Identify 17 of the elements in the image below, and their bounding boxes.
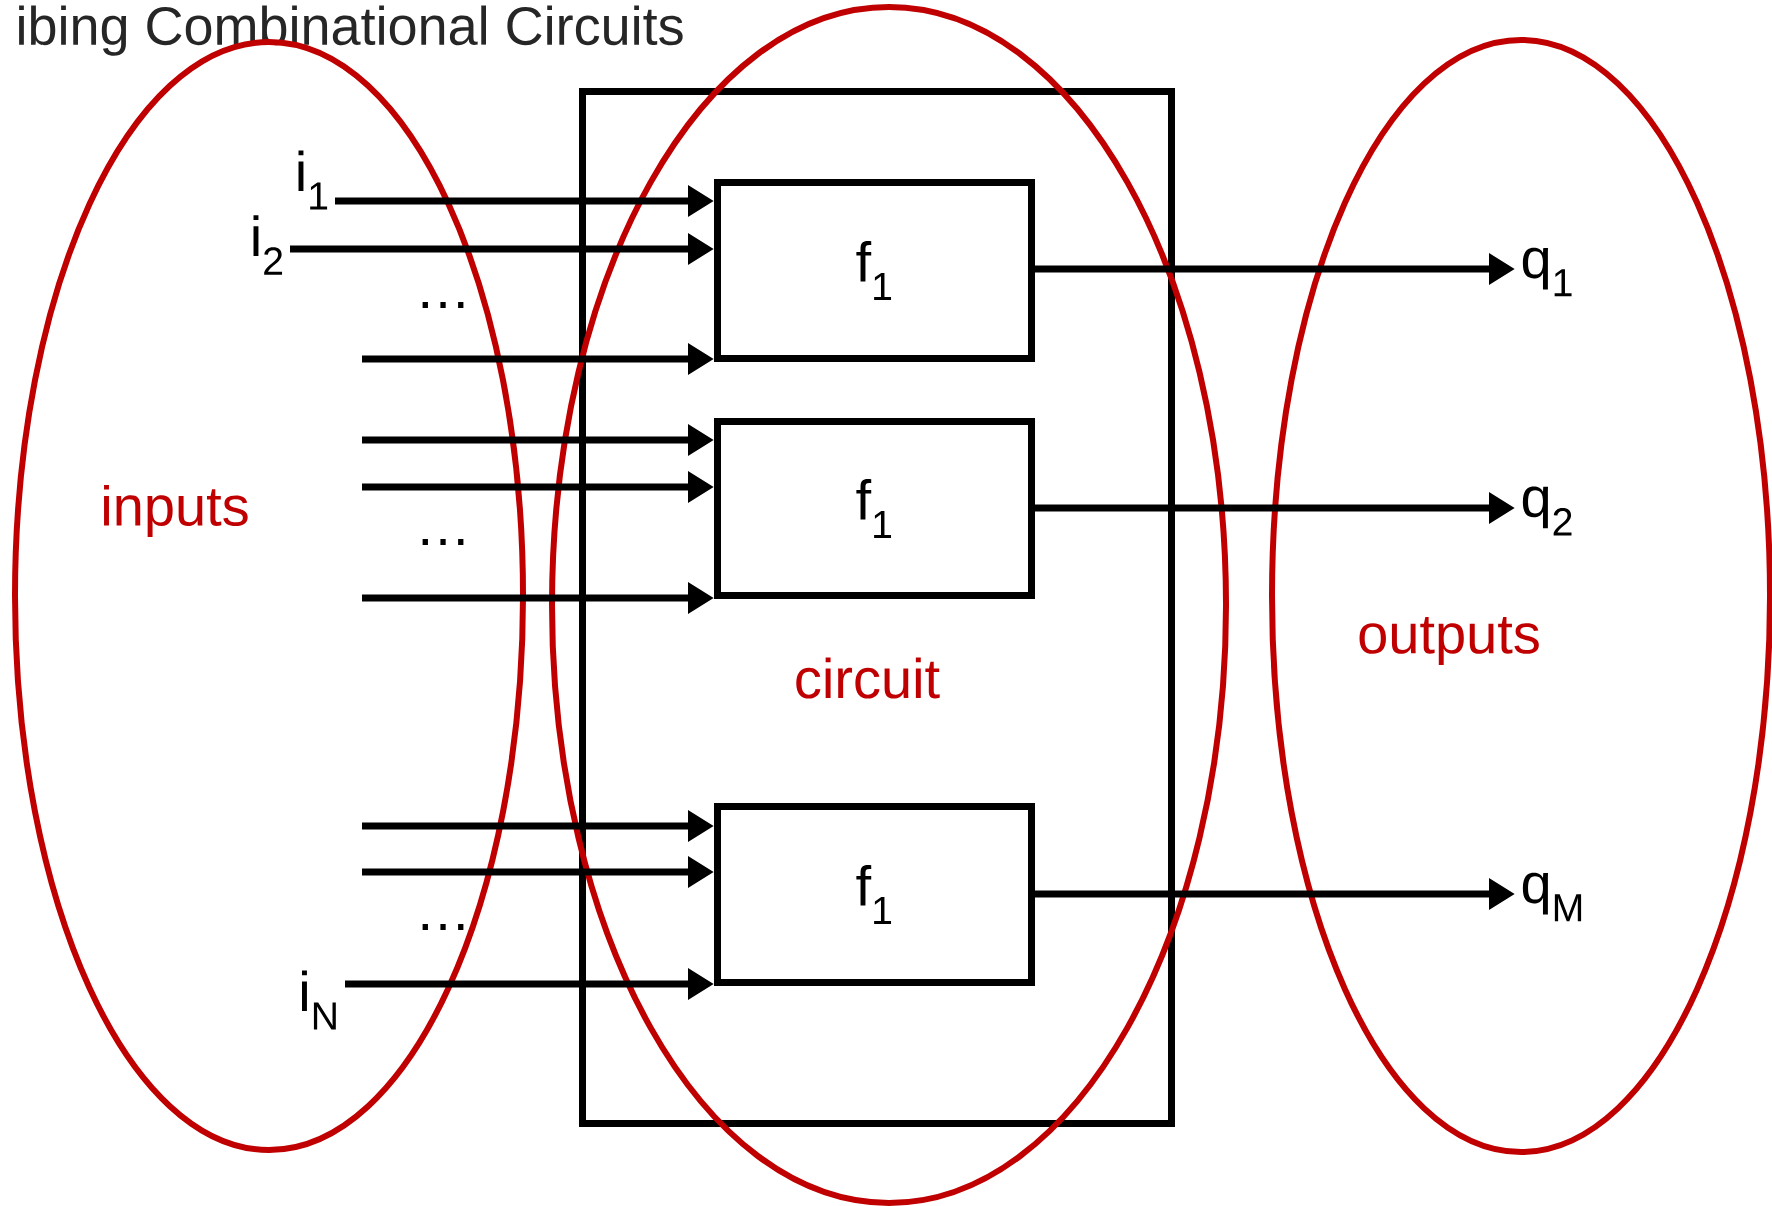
slide-title: ibing Combinational Circuits [19, 5, 683, 56]
input-label: i$_{N}$ [302, 970, 336, 1030]
input-label: i$_{2}$ [253, 215, 283, 275]
function-box: f$_{1}$ [714, 418, 1035, 599]
group-label: circuit [796, 657, 940, 699]
output-label: q$_{M}$ [1522, 872, 1582, 922]
output-label: q$_{2}$ [1522, 486, 1572, 536]
ellipsis-mark: … [422, 302, 464, 308]
output-label: q$_{1}$ [1522, 247, 1572, 297]
group-label: inputs [104, 484, 248, 538]
ellipsis-mark: … [422, 924, 464, 930]
function-box: f$_{1}$ [714, 803, 1035, 986]
function-box: f$_{1}$ [714, 179, 1035, 362]
input-label: i$_{1}$ [298, 150, 328, 210]
group-label: outputs [1359, 617, 1539, 665]
ellipsis-mark: … [422, 539, 464, 545]
circuit-box [579, 88, 1175, 1127]
